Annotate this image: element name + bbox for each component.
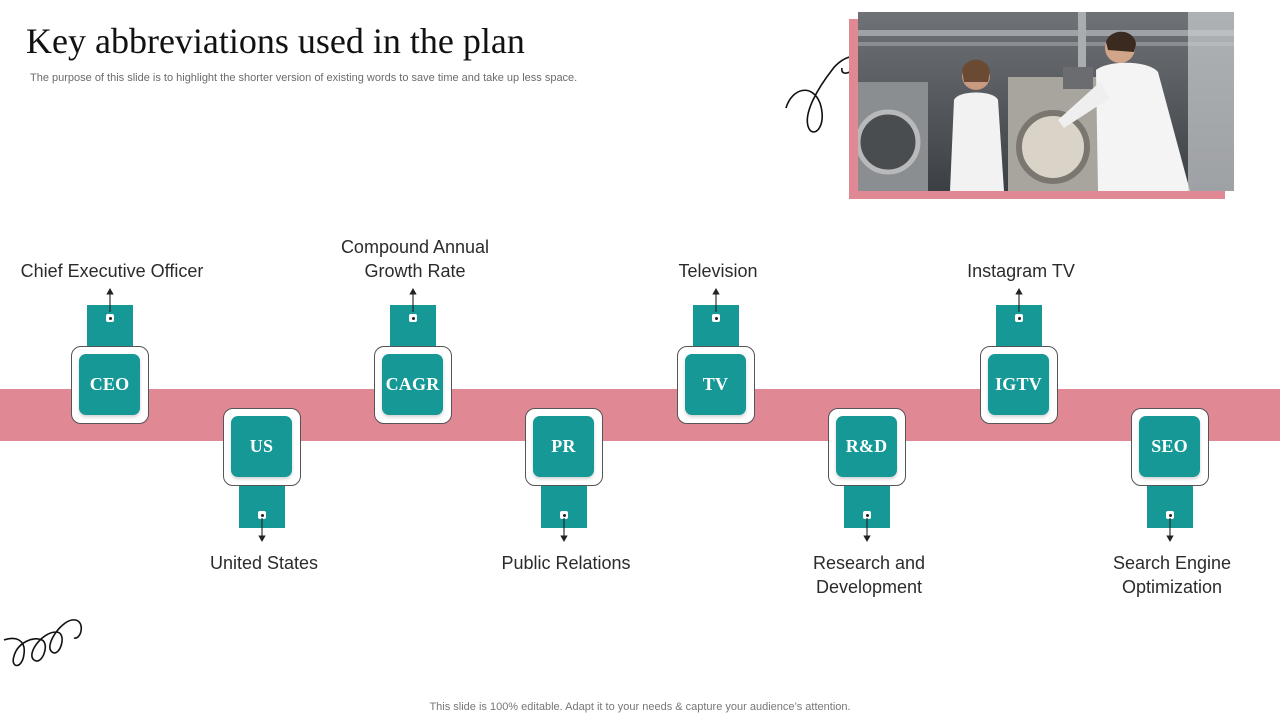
arrow-up-icon bbox=[1015, 288, 1023, 312]
arrow-up-icon bbox=[409, 288, 417, 312]
abbreviation-code: CAGR bbox=[382, 354, 443, 415]
abbreviation-node: IGTV bbox=[980, 346, 1058, 424]
abbreviation-meaning: Public Relations bbox=[501, 553, 631, 573]
hero-photo bbox=[858, 12, 1234, 191]
abbreviation-code: US bbox=[231, 416, 292, 477]
abbreviation-code: R&D bbox=[836, 416, 897, 477]
abbreviation-code: IGTV bbox=[988, 354, 1049, 415]
arrow-up-icon bbox=[712, 288, 720, 312]
arrow-down-icon bbox=[1166, 518, 1174, 542]
abbreviation-code: TV bbox=[685, 354, 746, 415]
timeline-band bbox=[0, 389, 1280, 441]
abbreviation-node: US bbox=[223, 408, 301, 486]
page-title: Key abbreviations used in the plan bbox=[26, 21, 525, 61]
abbreviation-node: CEO bbox=[71, 346, 149, 424]
connector-dot-icon bbox=[409, 314, 417, 322]
abbreviation-meaning: Search Engine Optimization bbox=[1112, 553, 1232, 597]
abbreviation-code: CEO bbox=[79, 354, 140, 415]
abbreviation-node: R&D bbox=[828, 408, 906, 486]
page-subtitle: The purpose of this slide is to highligh… bbox=[30, 72, 578, 84]
abbreviation-node: TV bbox=[677, 346, 755, 424]
arrow-down-icon bbox=[560, 518, 568, 542]
connector-dot-icon bbox=[106, 314, 114, 322]
abbreviation-code: PR bbox=[533, 416, 594, 477]
decorative-loops-icon bbox=[3, 619, 83, 667]
abbreviation-node: PR bbox=[525, 408, 603, 486]
abbreviation-meaning: Chief Executive Officer bbox=[20, 261, 204, 281]
abbreviation-node: CAGR bbox=[374, 346, 452, 424]
abbreviation-meaning: Television bbox=[678, 261, 758, 281]
arrow-down-icon bbox=[258, 518, 266, 542]
abbreviation-meaning: Research and Development bbox=[812, 553, 926, 597]
connector-dot-icon bbox=[1015, 314, 1023, 322]
arrow-down-icon bbox=[863, 518, 871, 542]
connector-dot-icon bbox=[712, 314, 720, 322]
abbreviation-meaning: Compound Annual Growth Rate bbox=[340, 237, 490, 281]
arrow-up-icon bbox=[106, 288, 114, 312]
abbreviation-code: SEO bbox=[1139, 416, 1200, 477]
footer-note: This slide is 100% editable. Adapt it to… bbox=[429, 701, 851, 713]
abbreviation-meaning: Instagram TV bbox=[967, 261, 1075, 281]
photo-laundry-machines-icon bbox=[858, 12, 1234, 191]
abbreviation-meaning: United States bbox=[209, 553, 319, 573]
abbreviation-node: SEO bbox=[1131, 408, 1209, 486]
